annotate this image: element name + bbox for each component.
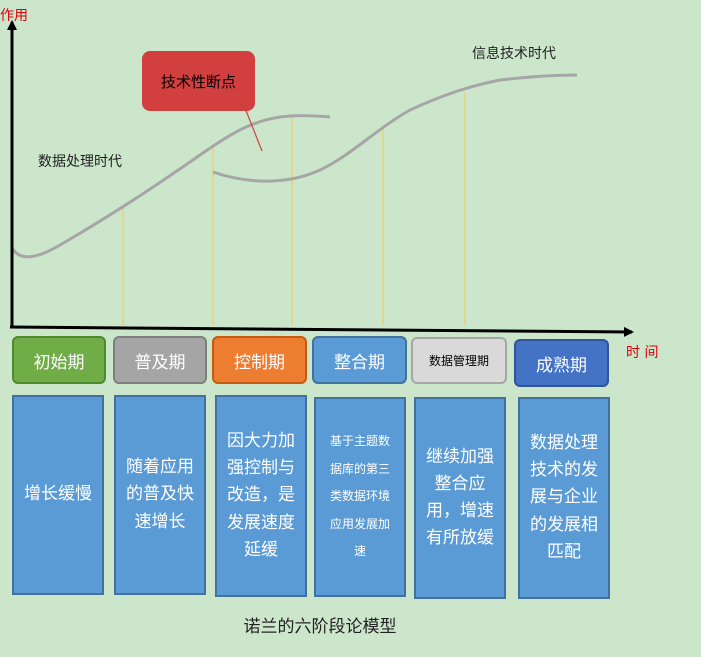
x-axis-label: 时 间: [626, 345, 659, 361]
stage-label: 整合期: [334, 352, 385, 373]
callout-pointer: [244, 107, 263, 152]
diagram-caption: 诺兰的六阶段论模型: [243, 617, 397, 637]
stage-label: 控制期: [234, 352, 285, 373]
stage-label: 初始期: [33, 352, 85, 373]
information-technology-curve: [212, 73, 578, 183]
stage-initial: 初始期: [12, 336, 106, 384]
stage-description: 基于主题数据库的第三类数据环境应用发展加速: [314, 397, 406, 597]
technology-breakpoint-callout: 技术性断点: [142, 51, 255, 111]
stage-maturity: 成熟期: [514, 339, 609, 387]
stage-control: 控制期: [212, 336, 307, 384]
stage-description: 增长缓慢: [12, 395, 104, 595]
stage-description: 因大力加强控制与改造，是发展速度延缓: [215, 395, 307, 597]
data-processing-curve: [10, 114, 331, 259]
stage-integration: 整合期: [312, 336, 407, 384]
stage-data-management: 数据管理期: [411, 337, 507, 384]
stage-label: 普及期: [134, 352, 186, 373]
stage-description: 继续加强整合应用，增速有所放缓: [414, 397, 506, 599]
x-axis: [9, 325, 634, 337]
y-axis-label: 作用: [0, 8, 28, 24]
information-technology-era-label: 信息技术时代: [472, 46, 556, 62]
stage-description: 数据处理技术的发展与企业的发展相匹配: [518, 397, 610, 599]
stage-description: 随着应用的普及快速增长: [114, 395, 206, 595]
data-processing-era-label: 数据处理时代: [38, 154, 122, 170]
stage-label: 数据管理期: [428, 354, 489, 368]
stage-contagion: 普及期: [113, 336, 207, 384]
stage-label: 成熟期: [536, 355, 587, 376]
